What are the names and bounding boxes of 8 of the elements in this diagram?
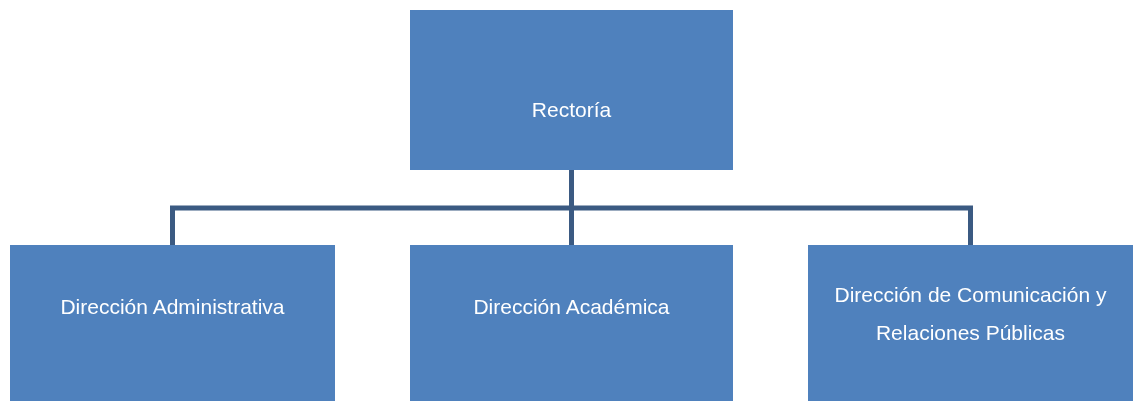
box-label: Dirección Académica (472, 294, 671, 320)
org-box (410, 10, 733, 170)
org-box (808, 245, 1133, 401)
box-label: Dirección Administrativa (59, 294, 286, 320)
box-label: Rectoría (530, 97, 613, 123)
box-label: Dirección de Comunicación y Relaciones Públicas (833, 282, 1108, 346)
org-box (10, 245, 335, 401)
org-box (410, 245, 733, 401)
